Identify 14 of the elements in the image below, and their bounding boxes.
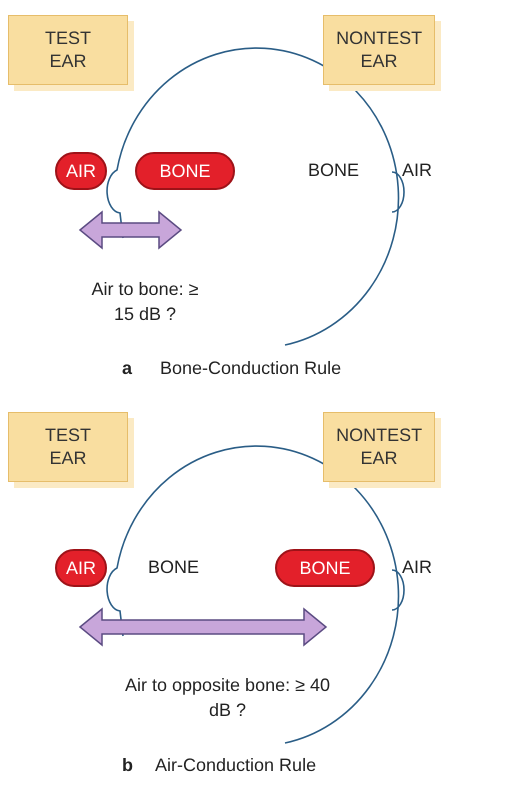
- caption: Air-Conduction Rule: [155, 755, 316, 776]
- part-label: BONE: [148, 557, 200, 578]
- conduction-tag: AIR: [55, 549, 107, 587]
- panel-letter: a: [122, 358, 132, 379]
- caption: Bone-Conduction Rule: [160, 358, 342, 379]
- conduction-tag: AIR: [55, 152, 107, 190]
- part-label: BONE: [308, 160, 360, 181]
- question-text: Air to bone: ≥ 15 dB ?: [90, 278, 200, 326]
- question-text: Air to opposite bone: ≥ 40 dB ?: [124, 674, 331, 722]
- part-label: AIR: [402, 160, 432, 181]
- part-label: AIR: [402, 557, 432, 578]
- panel-letter: b: [122, 755, 133, 776]
- conduction-tag: BONE: [275, 549, 375, 587]
- conduction-tag: BONE: [135, 152, 235, 190]
